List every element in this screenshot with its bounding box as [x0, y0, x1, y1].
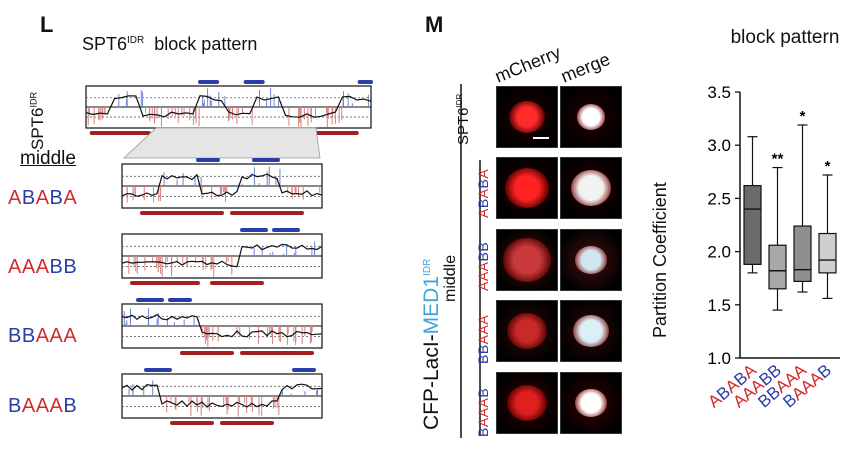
- merge-image: [560, 157, 622, 219]
- charge-profile-line: [121, 313, 323, 338]
- letter: A: [63, 187, 78, 209]
- letter: B: [8, 395, 22, 417]
- merged-condensate-spot: [573, 314, 609, 348]
- condensate-spot: [507, 313, 547, 349]
- block-pattern-profiles: [85, 80, 373, 425]
- profile-baaab: [121, 368, 323, 425]
- box-iqr: [768, 244, 787, 290]
- x-tick-label: BAAAB: [779, 361, 835, 412]
- merge-image: [560, 300, 622, 362]
- mcherry-image: [496, 86, 558, 148]
- charge-profile-line: [121, 243, 323, 268]
- letter: A: [35, 256, 50, 278]
- y-tick-label: 2.0: [707, 243, 731, 262]
- letter: A: [49, 395, 64, 417]
- letter: B: [63, 256, 78, 278]
- merged-condensate-spot: [571, 170, 611, 206]
- merged-condensate-spot: [577, 104, 605, 130]
- variant-label-bbaaa: BBAAA: [8, 325, 77, 348]
- letter: A: [21, 395, 36, 417]
- charge-profile-line: [121, 173, 323, 197]
- condensate-spot: [509, 100, 545, 134]
- merged-condensate-spot: [575, 388, 607, 418]
- letter: B: [63, 395, 78, 417]
- letter: A: [49, 325, 64, 347]
- y-tick-label: 3.0: [707, 136, 731, 155]
- letter: B: [8, 325, 22, 347]
- letter: A: [35, 187, 50, 209]
- letter: A: [8, 187, 22, 209]
- condensate-spot: [503, 238, 551, 282]
- condensate-spot: [507, 385, 547, 421]
- mcherry-image: [496, 372, 558, 434]
- letter: B: [21, 325, 36, 347]
- y-tick-label: 2.5: [707, 189, 731, 208]
- letter: A: [8, 256, 22, 278]
- significance-marker: *: [825, 158, 831, 175]
- merge-image: [560, 86, 622, 148]
- condensate-spot: [505, 168, 549, 208]
- letter: B: [21, 187, 36, 209]
- profile-aaabb: [121, 228, 323, 285]
- variant-label-aaabb: AAABB: [8, 256, 77, 279]
- panel-m-dividers: [460, 84, 481, 438]
- x-tick-label: ABABA: [704, 360, 760, 411]
- letter: B: [49, 256, 64, 278]
- zoom-trapezoid: [122, 127, 321, 159]
- panel-l-title-main: SPT6: [82, 34, 128, 54]
- box-ababa: ABABA: [704, 136, 762, 412]
- charge-profile-line: [121, 383, 323, 408]
- panel-l-title-rest: block pattern: [154, 34, 258, 54]
- significance-marker: *: [800, 108, 806, 125]
- profile-ababa: [121, 158, 323, 215]
- box-iqr: [818, 232, 837, 274]
- y-tick-label: 1.5: [707, 296, 731, 315]
- y-tick-label: 1.0: [707, 349, 731, 368]
- mcherry-image: [496, 157, 558, 219]
- letter: B: [49, 187, 64, 209]
- significance-marker: **: [772, 151, 784, 168]
- panel-letter-m: M: [425, 12, 444, 37]
- letter: A: [63, 325, 78, 347]
- chart-title: block pattern: [730, 27, 840, 48]
- letter: A: [35, 325, 50, 347]
- charge-profile-line: [85, 95, 372, 118]
- variant-label-baaab: BAAAB: [8, 395, 77, 418]
- letter: A: [35, 395, 50, 417]
- mcherry-image: [496, 229, 558, 291]
- merge-image: [560, 372, 622, 434]
- panel-l-title: SPT6IDR block pattern: [82, 34, 257, 55]
- panel-letter-l: L: [40, 12, 54, 37]
- box-iqr: [793, 225, 812, 282]
- merge-image: [560, 229, 622, 291]
- scale-bar: [533, 137, 549, 139]
- middle-label-l: middle: [20, 148, 76, 169]
- box-iqr: [743, 185, 762, 265]
- panel-l-title-sup: IDR: [127, 35, 145, 46]
- letter: A: [21, 256, 36, 278]
- variant-label-ababa: ABABA: [8, 187, 77, 210]
- mcherry-image: [496, 300, 558, 362]
- profile-bbaaa: [121, 298, 323, 355]
- box-baaab: * BAAAB: [779, 158, 837, 412]
- merged-condensate-spot: [575, 245, 607, 275]
- y-tick-label: 3.5: [707, 83, 731, 102]
